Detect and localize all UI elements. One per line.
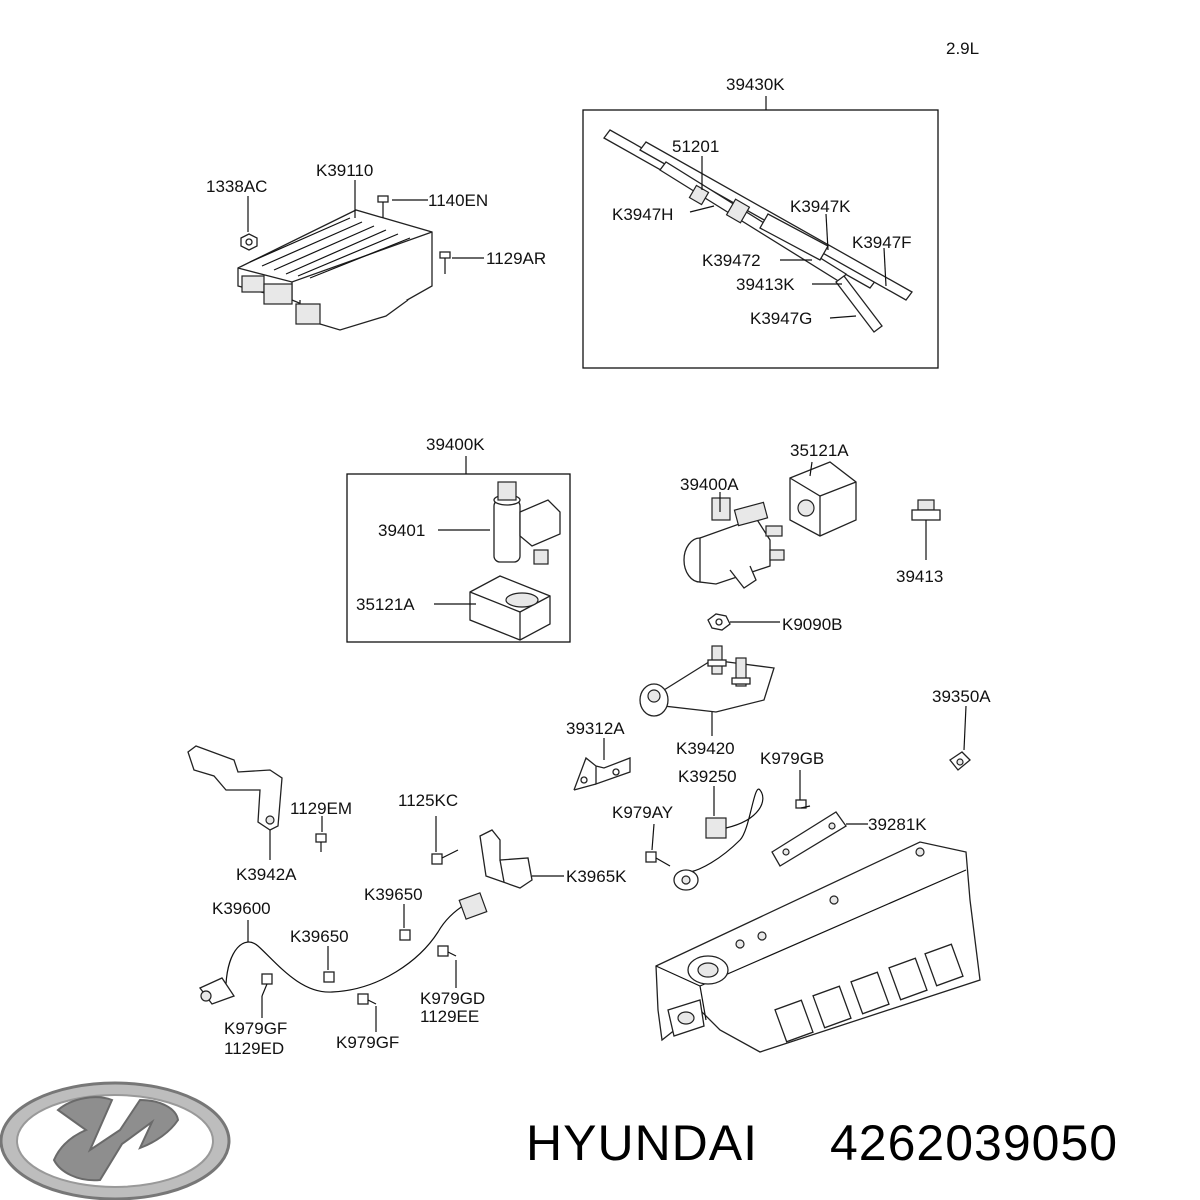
label-K3942A: K3942A [236,865,297,884]
label-39312A: 39312A [566,719,625,738]
bracket-35121A [789,461,857,537]
part-number: 4262039050 [830,1115,1118,1171]
intake-manifold [655,841,981,1053]
label-39350A: 39350A [932,687,991,706]
bracket-K3965K [479,829,533,889]
kit-box-39400K [346,473,571,643]
label-K979GF-right: K979GF [336,1033,399,1052]
label-K3947K: K3947K [790,197,851,216]
sensor-39413 [911,499,941,530]
label-K3947F: K3947F [852,233,912,252]
label-1129EE: 1129EE [420,1007,479,1026]
label-K979GF-left: K979GF [224,1019,287,1038]
bracket-K3942A [187,745,283,831]
label-1125KC: 1125KC [398,791,458,810]
label-K39650-upper: K39650 [364,885,423,904]
ecu-unit [237,209,433,331]
label-K979AY: K979AY [612,803,673,822]
label-39281K: 39281K [868,815,927,834]
bolt-K979GF-right [357,993,377,1005]
label-39400A: 39400A [680,475,739,494]
label-1129ED: 1129ED [224,1039,284,1058]
bolt-1129AR [439,251,451,274]
label-K39420: K39420 [676,739,735,758]
label-K3947G: K3947G [750,309,812,328]
label-51201: 51201 [672,137,719,156]
solenoid-valve-39400A [683,497,785,589]
label-35121A-kit: 35121A [356,595,415,614]
bracket-35121A-kit [469,575,551,641]
label-K9090B: K9090B [782,615,843,634]
bolt-K979GF-left [261,973,273,997]
label-K3965K: K3965K [566,867,627,886]
clip-39350A [949,751,971,771]
label-K39650-lower: K39650 [290,927,349,946]
sensor-K39250 [673,788,764,891]
label-39430K: 39430K [726,75,785,94]
label-35121A: 35121A [790,441,849,460]
bolt-1140EN [377,195,389,218]
label-1129AR: 1129AR [486,249,546,268]
bracket-39312A [573,756,631,791]
label-1338AC: 1338AC [206,177,267,196]
kit-box-39430K [582,109,939,369]
bolt-1125KC [431,849,459,865]
bolt-K979AY [645,851,671,867]
bolt-1129EM [315,833,327,852]
hyundai-logo [0,1081,231,1200]
label-K979GD: K979GD [420,989,485,1008]
label-K39250: K39250 [678,767,737,786]
label-1129EM: 1129EM [290,799,352,818]
solenoid-valve-39401 [493,481,561,565]
bracket-39281K [771,811,847,867]
bracket-K39420 [639,645,775,717]
vacuum-hose-assembly [603,129,913,333]
nut-K9090B [707,613,731,631]
label-39413K: 39413K [736,275,795,294]
nut-1338AC [240,233,258,251]
label-39400K: 39400K [426,435,485,454]
label-1140EN: 1140EN [428,191,488,210]
label-39413: 39413 [896,567,943,586]
label-K979GB: K979GB [760,749,824,768]
label-K3947H: K3947H [612,205,673,224]
bolt-K979GD [437,945,457,957]
label-K39472: K39472 [702,251,761,270]
label-K39110: K39110 [316,161,373,180]
bolt-K979GB [795,799,811,809]
engine-label: 2.9L [946,39,979,58]
brand-name: HYUNDAI [526,1115,758,1171]
harness-K39600 [198,892,488,1005]
label-K39600: K39600 [212,899,271,918]
label-39401: 39401 [378,521,425,540]
